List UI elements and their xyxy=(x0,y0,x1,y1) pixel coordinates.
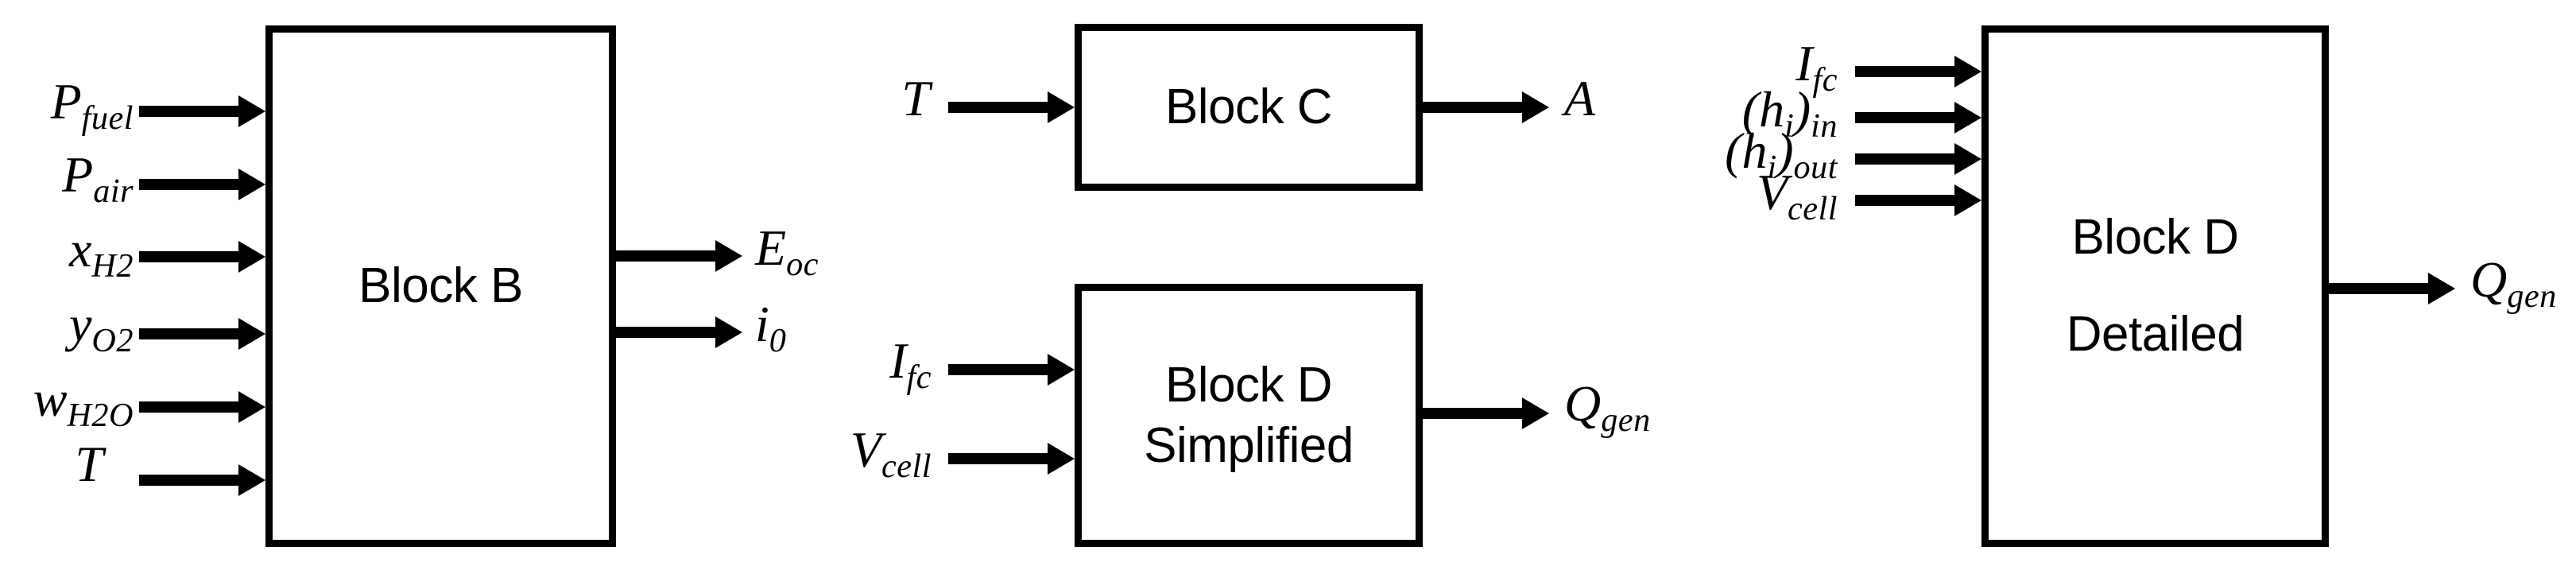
signal-base-t-block-c: T xyxy=(901,70,930,126)
signal-label-q-gen-simplified: Qgen xyxy=(1564,375,1651,437)
block-b-label: Block B xyxy=(358,258,523,314)
signal-label-e-oc: Eoc xyxy=(755,223,819,281)
signal-label-t-block-c: T xyxy=(827,73,930,124)
block-d-simplified-label-line1: Block D xyxy=(1164,357,1333,413)
signal-label-i-fc-simplified: Ifc xyxy=(795,332,932,394)
signal-label-i-0: i0 xyxy=(755,296,786,358)
signal-base-i-fc-simplified: I xyxy=(889,332,907,389)
signal-base-t-block-b: T xyxy=(75,436,103,492)
block-c-label: Block C xyxy=(1164,79,1333,135)
block-b-box[interactable]: Block B xyxy=(265,25,616,547)
signal-label-q-gen-detailed: Qgen xyxy=(2470,251,2557,313)
signal-sub-v-cell-simplified: cell xyxy=(881,447,932,485)
signal-sub-v-cell-detailed: cell xyxy=(1788,189,1838,227)
signal-label-p-fuel: Pfuel xyxy=(0,73,134,135)
signal-base-w-h2o: w xyxy=(33,370,68,427)
signal-base-q-gen-simplified: Q xyxy=(1564,375,1602,432)
signal-sub-i-fc-detailed: fc xyxy=(1812,60,1838,99)
block-d-detailed-box[interactable]: Block D Detailed xyxy=(1981,25,2329,547)
signal-label-x-h2: xH2 xyxy=(0,221,134,283)
signal-label-i-fc-detailed: Ifc xyxy=(1669,35,1838,97)
signal-base-i-fc-detailed: I xyxy=(1795,35,1813,91)
signal-mid-h-i-in: ) xyxy=(1793,81,1811,138)
signal-sub-p-fuel: fuel xyxy=(81,99,134,137)
signal-base-i-0: i xyxy=(755,296,769,352)
signal-label-y-o2: yO2 xyxy=(0,296,134,358)
signal-sub-h-i-in: in xyxy=(1811,107,1838,145)
signal-sub-w-h2o: H2O xyxy=(67,396,134,434)
signal-base-v-cell-detailed: V xyxy=(1756,164,1788,220)
signal-base-y-o2: y xyxy=(68,296,92,352)
signal-base-e-oc: E xyxy=(755,219,787,276)
signal-sub-inner-h-i-out: i xyxy=(1767,148,1777,186)
signal-sub-i-0: 0 xyxy=(769,321,787,359)
signal-sub-x-h2: H2 xyxy=(91,246,134,285)
signal-label-h-i-in: (hi)in xyxy=(1637,81,1838,143)
signal-sub-q-gen-simplified: gen xyxy=(1601,401,1651,439)
signal-base-v-cell-simplified: V xyxy=(850,421,882,478)
signal-label-v-cell-detailed: Vcell xyxy=(1661,164,1838,226)
signal-sub-inner-h-i-in: i xyxy=(1784,107,1794,145)
signal-base-a: A xyxy=(1564,70,1596,126)
signal-label-h-i-out: (hi)out xyxy=(1621,126,1838,184)
signal-sub-i-fc-simplified: fc xyxy=(906,358,932,396)
signal-base-q-gen-detailed: Q xyxy=(2470,251,2508,308)
signal-base-p-air: P xyxy=(62,146,94,203)
signal-sub-e-oc: oc xyxy=(786,245,819,283)
block-c-box[interactable]: Block C xyxy=(1075,24,1423,191)
signal-label-w-h2o: wH2O xyxy=(0,374,134,432)
signal-base-h-i-in: (h xyxy=(1741,81,1785,138)
signal-sub-y-o2: O2 xyxy=(91,321,134,359)
block-d-simplified-label-line2: Simplified xyxy=(1144,417,1354,473)
signal-base-h-i-out: (h xyxy=(1725,122,1768,179)
signal-sub-q-gen-detailed: gen xyxy=(2507,277,2557,315)
signal-label-v-cell-simplified: Vcell xyxy=(795,425,932,483)
signal-mid-h-i-out: ) xyxy=(1776,122,1794,179)
block-d-detailed-label-line2: Detailed xyxy=(2066,307,2245,362)
block-d-simplified-box[interactable]: Block D Simplified xyxy=(1075,284,1423,547)
signal-label-p-air: Pair xyxy=(0,146,134,208)
signal-label-a: A xyxy=(1564,73,1595,124)
signal-sub-h-i-out: out xyxy=(1793,148,1838,186)
block-d-detailed-label-line1: Block D xyxy=(2071,210,2239,266)
signal-base-p-fuel: P xyxy=(50,73,82,130)
signal-sub-p-air: air xyxy=(93,172,134,210)
signal-label-t-block-b: T xyxy=(0,439,103,490)
signal-base-x-h2: x xyxy=(68,221,92,277)
